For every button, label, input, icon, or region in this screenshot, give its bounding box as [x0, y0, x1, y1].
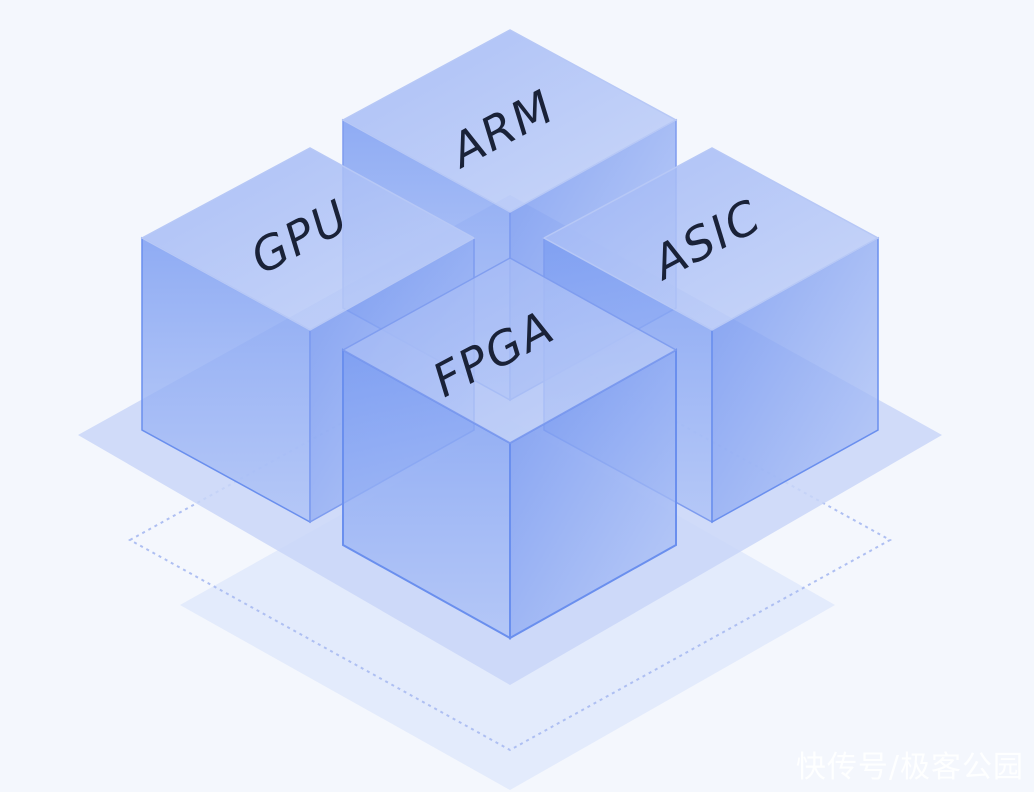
watermark: 快传号/极客公园 — [795, 750, 1024, 785]
cube-fpga: FPGA — [341, 257, 678, 640]
